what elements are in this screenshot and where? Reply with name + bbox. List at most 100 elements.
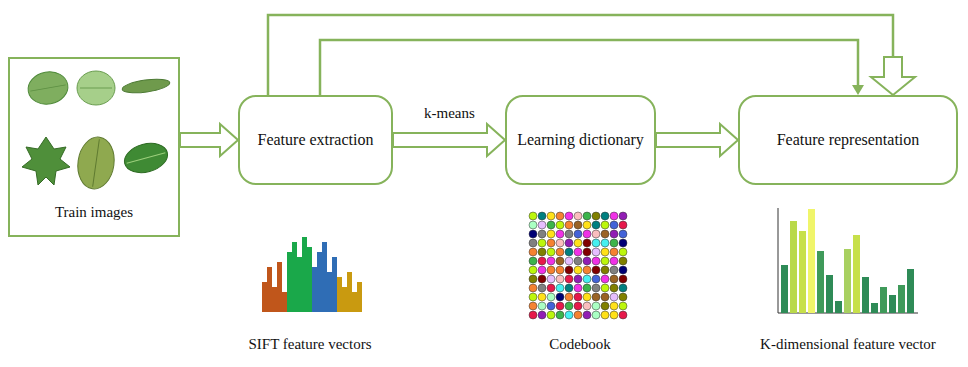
codeword-dot xyxy=(592,284,600,292)
feature-bar xyxy=(889,295,896,313)
codeword-dot xyxy=(565,293,573,301)
codeword-dot xyxy=(583,293,591,301)
codeword-dot xyxy=(601,221,609,229)
codeword-dot xyxy=(538,311,546,319)
codeword-dot xyxy=(538,221,546,229)
block-arrowhead xyxy=(871,57,915,95)
codeword-dot xyxy=(574,230,582,238)
feature-bar-chart xyxy=(778,208,918,313)
figure-caption: Codebook xyxy=(549,336,611,353)
histogram-bar xyxy=(262,282,267,312)
codeword-dot xyxy=(529,212,537,220)
codeword-dot xyxy=(547,302,555,310)
codeword-dot xyxy=(592,230,600,238)
codeword-dot xyxy=(583,266,591,274)
codeword-dot xyxy=(538,248,546,256)
histogram-bar xyxy=(277,262,282,312)
codeword-dot xyxy=(556,293,564,301)
image-panel: Train images xyxy=(8,57,180,237)
codeword-dot xyxy=(601,293,609,301)
feature-bar xyxy=(790,221,797,313)
codeword-dot xyxy=(556,230,564,238)
histogram-bar xyxy=(272,287,277,312)
histogram-bar xyxy=(342,287,347,312)
codeword-dot xyxy=(619,257,627,265)
codeword-dot xyxy=(592,239,600,247)
codeword-dot xyxy=(619,230,627,238)
codeword-dot xyxy=(583,284,591,292)
feature-bar xyxy=(844,249,851,313)
block-arrow xyxy=(180,124,238,156)
codeword-dot xyxy=(601,248,609,256)
feature-bar xyxy=(817,251,824,313)
codeword-dot xyxy=(574,257,582,265)
histogram-bar xyxy=(357,282,362,312)
codeword-dot xyxy=(583,230,591,238)
codeword-dot xyxy=(619,293,627,301)
histogram-bar xyxy=(327,272,332,312)
codebook-grid xyxy=(529,212,627,319)
codeword-dot xyxy=(574,275,582,283)
codeword-dot xyxy=(601,284,609,292)
codeword-dot xyxy=(547,311,555,319)
feature-bar xyxy=(853,235,860,313)
feature-bar xyxy=(907,269,914,313)
codeword-dot xyxy=(565,311,573,319)
codeword-dot xyxy=(538,257,546,265)
codeword-dot xyxy=(583,275,591,283)
codeword-dot xyxy=(565,302,573,310)
histogram-bar xyxy=(297,257,302,312)
codeword-dot xyxy=(610,311,618,319)
codeword-dot xyxy=(610,212,618,220)
codeword-dot xyxy=(565,275,573,283)
node-text: Feature representation xyxy=(777,130,920,149)
codeword-dot xyxy=(610,293,618,301)
edge-label: k-means xyxy=(422,105,477,122)
codeword-dot xyxy=(574,293,582,301)
codeword-dot xyxy=(610,248,618,256)
connector-line xyxy=(320,40,858,95)
codeword-dot xyxy=(619,239,627,247)
codeword-dot xyxy=(619,212,627,220)
figure-caption: K-dimensional feature vector xyxy=(760,336,936,353)
codeword-dot xyxy=(574,302,582,310)
codeword-dot xyxy=(583,302,591,310)
codeword-dot xyxy=(610,266,618,274)
codeword-dot xyxy=(583,248,591,256)
codeword-dot xyxy=(565,230,573,238)
codeword-dot xyxy=(529,311,537,319)
codeword-dot xyxy=(592,248,600,256)
codeword-dot xyxy=(538,302,546,310)
codeword-dot xyxy=(565,221,573,229)
codeword-dot xyxy=(565,248,573,256)
codeword-dot xyxy=(547,257,555,265)
codeword-dot xyxy=(601,311,609,319)
node-text: Feature extraction xyxy=(258,130,374,149)
codeword-dot xyxy=(592,221,600,229)
codeword-dot xyxy=(565,257,573,265)
codeword-dot xyxy=(574,311,582,319)
codeword-dot xyxy=(574,248,582,256)
codeword-dot xyxy=(565,239,573,247)
codeword-dot xyxy=(610,257,618,265)
codeword-dot xyxy=(556,248,564,256)
codeword-dot xyxy=(601,302,609,310)
codeword-dot xyxy=(592,275,600,283)
codeword-dot xyxy=(538,239,546,247)
codeword-dot xyxy=(592,266,600,274)
flow-arrow xyxy=(268,15,915,95)
connector-line xyxy=(268,15,893,95)
codeword-dot xyxy=(529,302,537,310)
codeword-dot xyxy=(610,221,618,229)
codeword-dot xyxy=(529,239,537,247)
codeword-dot xyxy=(529,293,537,301)
arrowhead xyxy=(852,85,864,95)
codeword-dot xyxy=(619,311,627,319)
codeword-dot xyxy=(529,275,537,283)
codeword-dot xyxy=(529,248,537,256)
histogram-bar xyxy=(317,252,322,312)
codeword-dot xyxy=(529,230,537,238)
flow-arrow xyxy=(656,124,738,156)
codeword-dot xyxy=(529,257,537,265)
